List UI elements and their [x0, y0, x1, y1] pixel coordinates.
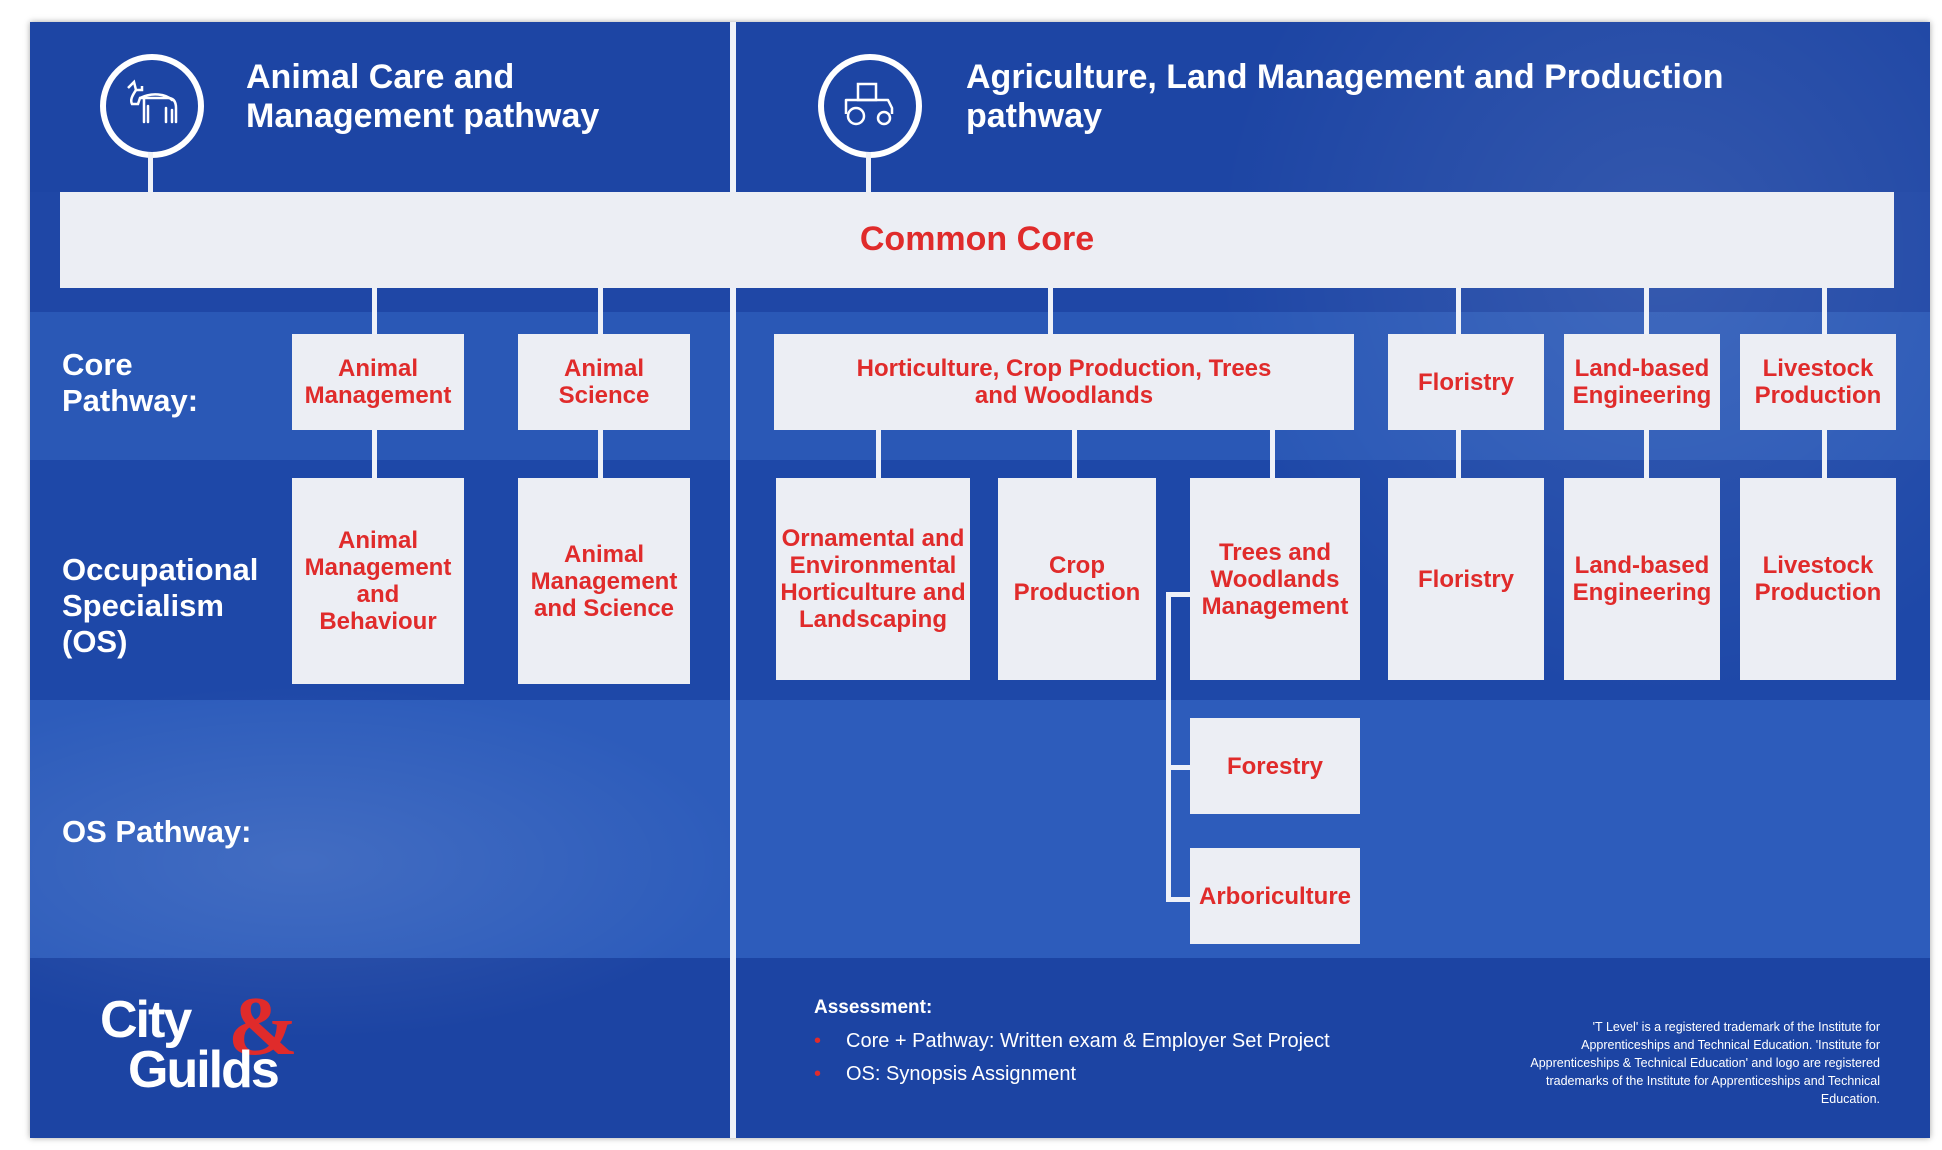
city-and-guilds-logo: City & Guilds: [100, 980, 340, 1120]
tractor-icon-graphic: [844, 82, 894, 126]
os-box-animal-management-behaviour: Animal Management and Behaviour: [292, 478, 464, 684]
connector-line: [876, 430, 881, 478]
pathway-divider: [730, 22, 736, 1138]
os-pathway-box-arboriculture: Arboriculture: [1190, 848, 1360, 944]
row-label-line: (OS): [62, 624, 128, 659]
left-pathway-title: Animal Care and Management pathway: [246, 58, 599, 136]
right-pathway-title: Agriculture, Land Management and Product…: [966, 58, 1724, 136]
connector-line: [1822, 288, 1827, 334]
os-box-land-based: Land-based Engineering: [1564, 478, 1720, 680]
common-core-label: Common Core: [859, 220, 1095, 258]
connector-line: [598, 288, 603, 334]
bullet-icon: •: [814, 1030, 822, 1052]
bracket-line: [1166, 765, 1190, 770]
right-header-connector: [866, 152, 871, 192]
core-box-animal-management: Animal Management: [292, 334, 464, 430]
row-label-line: Pathway:: [62, 383, 199, 418]
core-box-horticulture: Horticulture, Crop Production, Trees and…: [774, 334, 1354, 430]
tractor-icon: [818, 54, 922, 158]
connector-line: [598, 430, 603, 478]
left-pathway-title-line: Management pathway: [246, 97, 600, 135]
assessment-item: • Core + Pathway: Written exam & Employer…: [814, 1030, 1330, 1053]
logo-city-text: City: [100, 991, 192, 1049]
bullet-icon: •: [814, 1063, 822, 1085]
os-box-label: Floristry: [1417, 565, 1515, 593]
os-box-floristry: Floristry: [1388, 478, 1544, 680]
left-header-connector: [148, 152, 153, 192]
os-box-label: Animal Management and Science: [530, 540, 678, 622]
os-box-ornamental: Ornamental and Environmental Horticultur…: [776, 478, 970, 680]
connector-line: [1644, 430, 1649, 478]
assessment-item: • OS: Synopsis Assignment: [814, 1063, 1076, 1086]
connector-line: [1644, 288, 1649, 334]
core-pathway-row-label: Core Pathway:: [62, 347, 198, 419]
common-core-bar: Common Core: [60, 192, 1894, 288]
os-pathway-label: Forestry: [1226, 752, 1324, 780]
connector-line: [1456, 430, 1461, 478]
core-box-floristry: Floristry: [1388, 334, 1544, 430]
assessment-item-text: Core + Pathway: Written exam & Employer …: [846, 1030, 1330, 1052]
os-box-livestock: Livestock Production: [1740, 478, 1896, 680]
footer-band: [30, 958, 1930, 1138]
os-box-label: Livestock Production: [1754, 552, 1882, 606]
trademark-notice: 'T Level' is a registered trademark of t…: [1530, 1020, 1880, 1106]
logo-ampersand: &: [228, 980, 298, 1073]
connector-line: [1048, 288, 1053, 334]
os-pathway-band: [30, 700, 1930, 958]
connector-line: [372, 430, 377, 478]
row-label-line: Specialism: [62, 588, 224, 623]
specialism-row-label: Occupational Specialism (OS): [62, 552, 258, 660]
assessment-item-text: OS: Synopsis Assignment: [846, 1063, 1077, 1085]
right-pathway-title-line: pathway: [966, 97, 1103, 135]
core-box-label: Animal Management: [304, 355, 452, 409]
core-box-label: Livestock Production: [1754, 355, 1882, 409]
core-box-label: Horticulture, Crop Production, Trees and…: [856, 355, 1272, 409]
connector-line: [1456, 288, 1461, 334]
logo-guilds-text: Guilds: [128, 1041, 280, 1099]
row-label-line: Occupational: [62, 552, 259, 587]
cow-icon-graphic: [127, 79, 178, 124]
right-pathway-title-line: Agriculture, Land Management and Product…: [966, 58, 1724, 96]
os-pathway-label: Arboriculture: [1198, 882, 1351, 910]
cow-icon: [100, 54, 204, 158]
assessment-title: Assessment:: [814, 997, 933, 1018]
row-label-line: Core: [62, 347, 133, 382]
background-glow: [30, 682, 750, 1042]
os-pathway-row-label: OS Pathway:: [62, 814, 252, 850]
connector-line: [1270, 430, 1275, 478]
core-box-animal-science: Animal Science: [518, 334, 690, 430]
core-box-label: Floristry: [1417, 368, 1515, 396]
os-box-trees-woodlands: Trees and Woodlands Management: [1190, 478, 1360, 680]
connector-line: [372, 288, 377, 334]
os-box-label: Animal Management and Behaviour: [304, 527, 452, 635]
connector-line: [1072, 430, 1077, 478]
core-box-land-based: Land-based Engineering: [1564, 334, 1720, 430]
core-box-livestock: Livestock Production: [1740, 334, 1896, 430]
left-pathway-title-line: Animal Care and: [246, 58, 515, 96]
core-box-label: Land-based Engineering: [1572, 355, 1712, 409]
row-label-line: OS Pathway:: [62, 814, 252, 849]
title-band: [30, 22, 1930, 192]
os-box-label: Ornamental and Environmental Horticultur…: [780, 525, 966, 633]
os-box-animal-management-science: Animal Management and Science: [518, 478, 690, 684]
os-box-label: Trees and Woodlands Management: [1201, 538, 1349, 620]
bracket-line: [1166, 897, 1190, 902]
bracket-line: [1166, 592, 1190, 597]
diagram-panel: Animal Care and Management pathway Agric…: [30, 22, 1930, 1138]
os-box-label: Crop Production: [1013, 552, 1141, 606]
bracket-line: [1166, 592, 1171, 902]
connector-line: [1822, 430, 1827, 478]
os-pathway-box-forestry: Forestry: [1190, 718, 1360, 814]
os-box-label: Land-based Engineering: [1572, 552, 1712, 606]
core-box-label: Animal Science: [558, 355, 650, 409]
os-box-crop-production: Crop Production: [998, 478, 1156, 680]
